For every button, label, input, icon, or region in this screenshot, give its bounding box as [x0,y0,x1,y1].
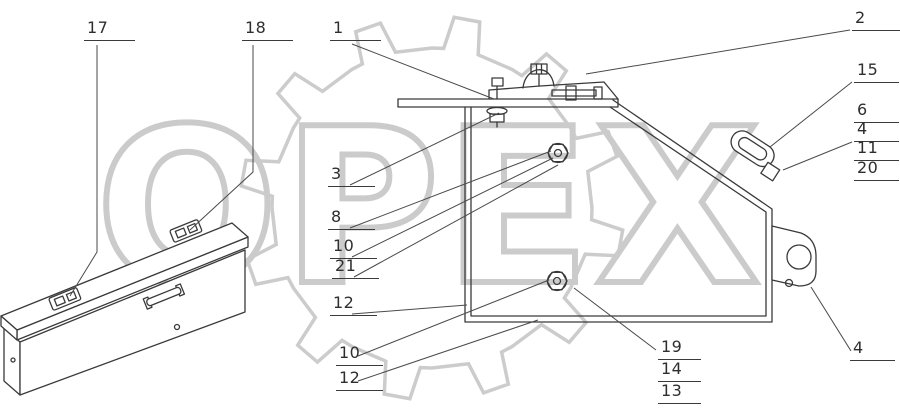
leader-right-stack [782,141,853,171]
mount-lug [771,225,817,288]
callout-19: 19 [658,338,701,360]
callout-11: 11 [854,139,899,161]
leader-lines [69,29,853,382]
toolbox-drawing [0,219,249,396]
bracket-frame-drawing [397,63,817,323]
bolt3-head [593,86,603,100]
leader-17 [69,45,98,297]
leader-10-lower [357,279,550,357]
watermark-gear [239,15,625,401]
panel-bolt-lower [546,270,568,292]
callout-21: 21 [332,257,379,279]
panel-bolt-upper [547,142,569,164]
toolbox-latch-right [169,219,203,243]
clamp-strap [488,81,619,100]
callout-3: 3 [328,165,375,187]
leader-19-14-13 [573,287,657,351]
callout-13: 13 [658,382,701,404]
leader-18 [189,45,254,231]
toolbox-handle [142,283,186,310]
callout-2: 2 [852,9,900,31]
bolt1-nut [489,113,505,123]
callout-10-lower: 10 [336,344,383,366]
leader-1 [351,43,495,100]
callout-4-lower: 4 [850,339,895,361]
leader-3 [349,112,500,186]
bolt3-shaft [551,89,597,97]
leader-12-upper [351,304,468,315]
callout-1: 1 [330,19,381,41]
toolbox-end-rivet [10,357,16,363]
callout-14: 14 [658,360,701,382]
callout-12-lower: 12 [336,369,383,391]
clamp-hook [522,69,555,89]
toolbox-lock-hole [173,323,181,331]
bolt1-head [491,77,504,87]
callout-8: 8 [328,208,375,230]
leader-12-lower [357,319,539,382]
callout-18: 18 [242,19,293,41]
bolt3-nut [565,85,577,101]
toolbox-lid-end [0,315,18,341]
leader-10-upper [351,157,554,258]
toolbox-latch-left [48,287,82,311]
bolt2-head [530,63,548,75]
callout-12-upper: 12 [330,294,377,316]
watermark-gear-path [239,15,625,401]
frame-inner [470,106,767,317]
top-clamp-assembly [486,63,619,128]
leader-15 [769,81,853,148]
leader-2 [585,29,851,75]
latch-keeper [760,161,781,182]
leader-21 [353,164,559,278]
callout-15: 15 [854,61,899,83]
toolbox-front-face [19,249,246,396]
callout-10-upper: 10 [330,237,377,259]
clamp-buckle [730,130,775,168]
callout-4-right: 4 [854,120,899,142]
callout-20: 20 [854,159,899,181]
mount-plate [397,98,619,108]
callout-6: 6 [854,101,899,123]
leader-8 [349,150,552,229]
callout-17: 17 [84,19,135,41]
leader-4-lower [810,286,852,352]
frame-outer [464,99,773,323]
